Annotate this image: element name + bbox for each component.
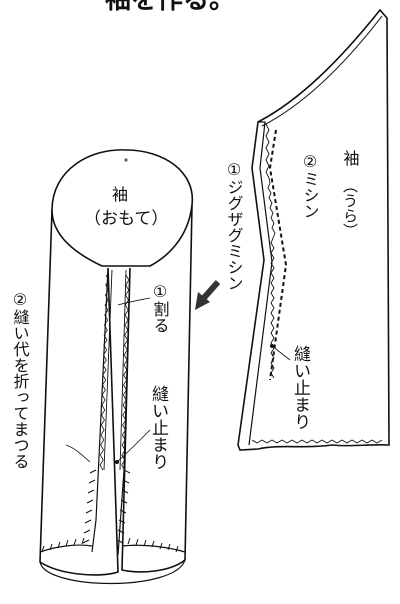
right-piece-side: （うら） <box>341 178 359 238</box>
left-sleeve-hem <box>39 559 186 585</box>
left-label-split: ①割る <box>151 282 170 333</box>
left-label-fold: ②縫い代を折ってまつる <box>11 290 30 469</box>
left-sleeve-body-left <box>39 209 119 576</box>
right-sleeve-shoulder-line <box>261 15 383 127</box>
left-zigzag-left <box>99 274 110 471</box>
left-piece-name: 袖 <box>112 185 128 204</box>
left-split-leader <box>117 297 151 306</box>
left-sleeve-piece <box>39 149 194 585</box>
left-sleeve-body-right <box>121 204 193 573</box>
header-title: 袖を作る。 <box>105 0 235 15</box>
left-hem-fold-line <box>39 544 186 553</box>
right-stop-mark <box>270 344 274 348</box>
left-hem-whipstitch <box>41 537 179 553</box>
left-whipstitch-left <box>82 469 97 544</box>
right-zigzag-stitch <box>265 123 276 379</box>
right-label-stop: 縫い止まり <box>290 345 311 430</box>
left-label-stop: 縫い止まり <box>148 385 169 470</box>
left-whipstitch-right <box>116 469 131 544</box>
left-stop-leader <box>116 429 151 463</box>
left-fold-leader <box>65 444 91 463</box>
arrow-icon <box>195 280 221 310</box>
right-label-machine: ②ミシン <box>301 152 320 219</box>
left-stop-mark <box>115 460 119 464</box>
right-machine-stitch <box>268 129 288 381</box>
right-stop-leader <box>271 345 291 361</box>
left-piece-side: （おもて） <box>84 209 168 229</box>
right-sleeve-outline <box>237 8 390 451</box>
right-piece-name: 袖 <box>341 150 360 166</box>
left-seam-allowance-left <box>91 267 109 553</box>
left-sleeve-cap <box>51 149 194 267</box>
right-sleeve-piece <box>237 8 390 451</box>
right-label-zigzag: ①ジグザグミシン <box>225 160 244 291</box>
left-zigzag-right <box>121 274 130 471</box>
right-hem-zigzag <box>251 439 383 444</box>
right-seam-allowance <box>248 121 273 446</box>
left-pressed-line-left <box>103 269 113 471</box>
left-cap-mark <box>124 158 128 162</box>
